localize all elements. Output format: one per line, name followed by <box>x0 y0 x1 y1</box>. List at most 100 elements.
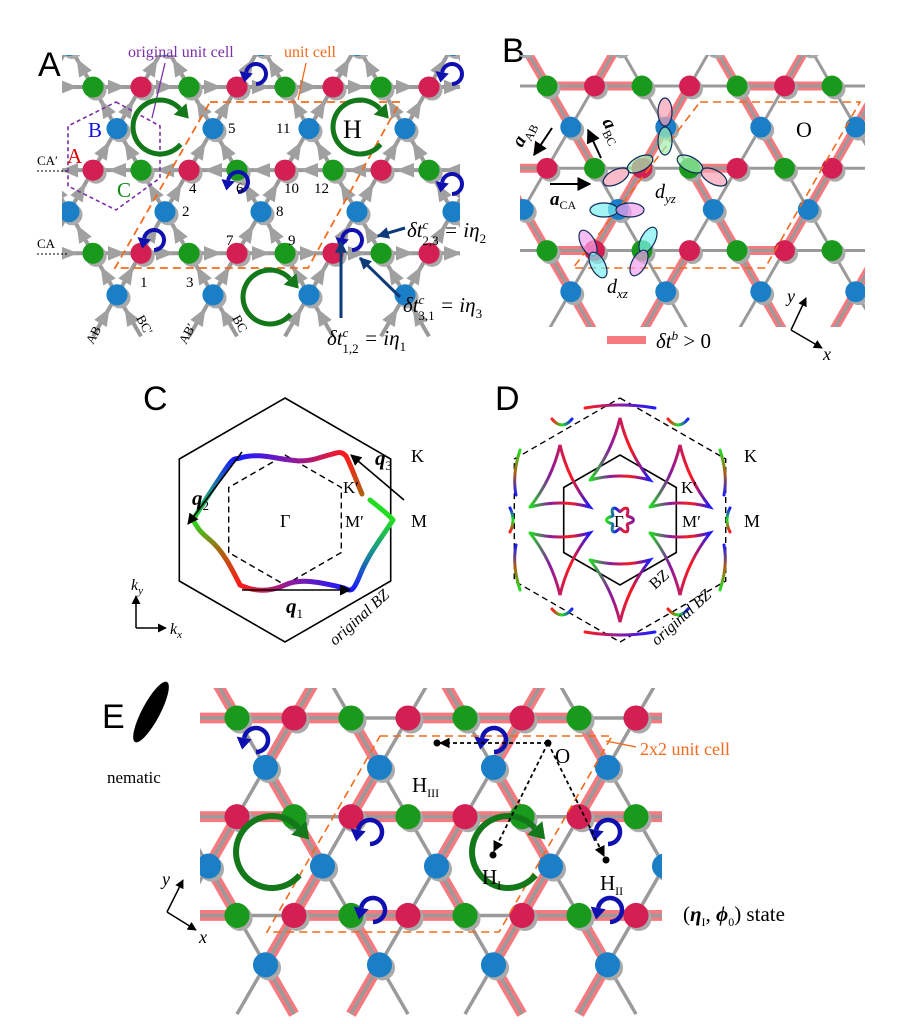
site-b <box>893 199 903 220</box>
y-axis-arrow <box>790 297 807 331</box>
bond-order-positive <box>294 619 323 668</box>
hopping-direction-arrow <box>76 224 92 244</box>
site-shadow <box>613 55 629 59</box>
vector-a-ab-arrow <box>533 127 553 157</box>
site-c <box>726 75 748 97</box>
triangle-loop-current-icon-head <box>435 181 449 193</box>
bond-order-positive <box>722 767 751 816</box>
site-c <box>167 804 192 829</box>
site-shadow <box>872 243 893 264</box>
site-b <box>442 201 460 223</box>
ky-axis-label: ky <box>131 577 143 597</box>
site-shadow <box>655 659 680 684</box>
fermi-arc <box>718 448 727 497</box>
site-b <box>490 118 511 139</box>
site-shadow <box>712 758 737 783</box>
fermi-pocket-triangle <box>588 557 654 623</box>
hexagon-label-h: H <box>343 115 362 144</box>
site-shadow <box>170 807 195 832</box>
bond <box>476 251 500 292</box>
q1-label: q1 <box>286 594 303 621</box>
orbital-lobe <box>657 126 673 156</box>
hexagon-loop-current-icon-head <box>173 103 189 119</box>
sublattice-c-label: C <box>117 178 131 202</box>
bond <box>665 817 694 866</box>
hopping-direction-arrow <box>509 308 524 327</box>
site-a <box>395 705 421 731</box>
triangle-loop-current-icon <box>440 62 465 86</box>
hopping-direction-arrow <box>70 17 85 36</box>
hopping-direction-arrow <box>364 224 380 244</box>
orbital-lobe <box>629 249 649 277</box>
fermi-pocket-triangle <box>528 444 594 510</box>
m-prime-point-label-d: M′ <box>682 512 701 531</box>
hopping-direction-arrow <box>12 163 30 177</box>
site-a <box>130 242 152 264</box>
site-a <box>130 76 152 98</box>
original-unit-cell-leader <box>151 62 166 119</box>
site-c <box>631 75 653 97</box>
fermi-pocket-triangle <box>648 444 714 510</box>
site-b <box>250 201 272 223</box>
hopping-direction-arrow <box>492 246 510 260</box>
site-b <box>64 55 74 56</box>
gamma-point-label-d: Γ <box>614 512 624 531</box>
orbital-lobe <box>602 167 630 187</box>
bond <box>0 87 21 129</box>
m-point-label-d: M <box>744 511 760 531</box>
nematic-icon <box>133 681 169 743</box>
site-number: 10 <box>284 181 299 197</box>
site-b <box>202 284 224 306</box>
hopping-direction-arrow <box>406 99 422 120</box>
hopping-direction-arrow <box>214 99 230 120</box>
site-a <box>226 76 248 98</box>
vector-a-ab-label: aAB <box>508 117 541 151</box>
hopping-direction-arrow <box>172 58 188 78</box>
panel-letter-a: A <box>38 46 61 84</box>
unit-cell-2x2-label: 2x2 unit cell <box>640 739 730 759</box>
vector-a-bc-arrow <box>586 128 602 159</box>
site-c <box>178 76 200 98</box>
unit-cell-2x2-outline <box>265 735 614 933</box>
site-c <box>452 902 478 928</box>
bond <box>477 87 501 129</box>
hopping-direction-arrow <box>396 162 414 178</box>
fermi-arc <box>550 607 574 617</box>
h-ii-point <box>602 856 610 864</box>
hopping-direction-arrow <box>262 183 278 203</box>
site-a <box>370 159 392 181</box>
hopping-direction-arrow <box>118 99 134 120</box>
bond-order-positive <box>209 619 238 668</box>
triangle-loop-current-icon <box>440 172 465 196</box>
hopping-direction-arrow <box>190 307 206 328</box>
site-a <box>680 804 705 829</box>
site-a <box>489 76 510 97</box>
site-a <box>821 157 843 179</box>
site-b <box>352 55 362 56</box>
bond <box>595 4 619 45</box>
fermi-arc <box>550 417 574 427</box>
hopping-direction-arrow <box>430 224 446 244</box>
site-shadow <box>492 79 513 100</box>
site-a <box>566 804 592 830</box>
site-b <box>298 118 320 140</box>
site-shadow <box>896 202 903 223</box>
site-c <box>322 159 344 181</box>
bond <box>713 4 737 45</box>
triangle-loop-current-icon-head <box>236 736 252 750</box>
site-shadow <box>896 37 903 58</box>
hopping-direction-arrow <box>94 307 110 328</box>
site-shadow <box>199 659 224 684</box>
chain-ca-prime-label: CA′ <box>37 153 58 168</box>
site-b <box>710 55 716 56</box>
m-prime-point-label: M′ <box>345 512 364 531</box>
bond <box>808 4 832 45</box>
site-b <box>560 116 582 138</box>
hexagon-loop-current-icon <box>240 267 293 327</box>
hopping-direction-arrow <box>406 266 422 286</box>
hopping-direction-arrow <box>454 17 469 36</box>
site-shadow <box>469 163 490 184</box>
hopping-direction-arrow <box>5 266 20 285</box>
